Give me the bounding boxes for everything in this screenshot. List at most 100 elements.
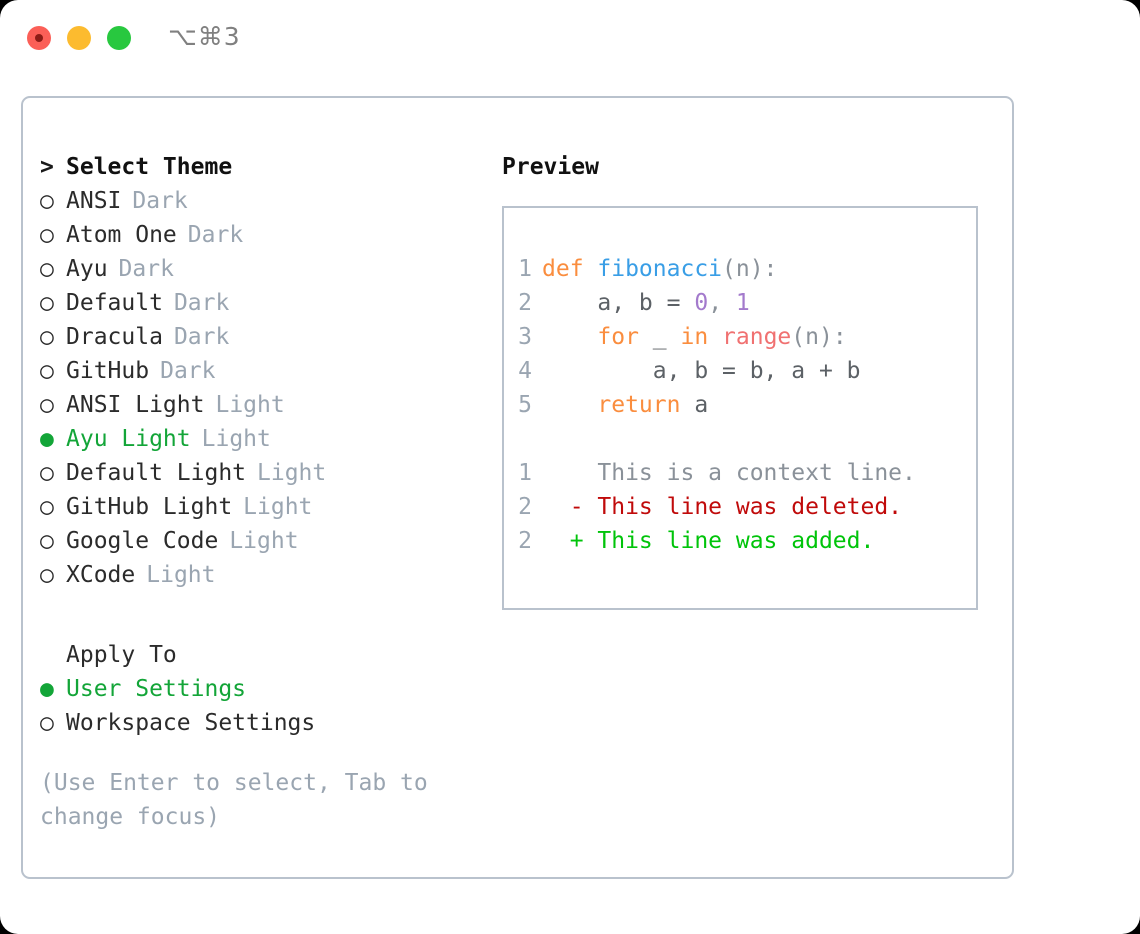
diff-sample: 1 This is a context line.2 - This line w… [504, 456, 976, 558]
theme-option-github-light[interactable]: ○ GitHub Light Light [40, 490, 470, 524]
diff-line-deleted: 2 - This line was deleted. [504, 490, 976, 524]
radio-selected-icon[interactable]: ● [40, 426, 54, 452]
title-bar: ⌥⌘3 [0, 0, 1140, 78]
radio-unselected-icon[interactable]: ○ [40, 188, 54, 214]
diff-line-added: 2 + This line was added. [504, 524, 976, 558]
radio-unselected-icon[interactable]: ○ [40, 494, 54, 520]
theme-option-variant: Dark [132, 188, 188, 214]
apply-to-title: Apply To [66, 642, 177, 668]
code-line-number: 5 [518, 392, 532, 418]
theme-option-default-light[interactable]: ○ Default Light Light [40, 456, 470, 490]
diff-line-number: 2 [518, 528, 532, 554]
radio-selected-icon[interactable]: ● [40, 676, 54, 702]
theme-option-label: Default [66, 290, 163, 316]
theme-option-ayu-light[interactable]: ● Ayu Light Light [40, 422, 470, 456]
theme-option-atom-one[interactable]: ○ Atom One Dark [40, 218, 470, 252]
apply-to-option-label: Workspace Settings [66, 710, 316, 736]
code-token-punct: (n): [791, 324, 847, 350]
theme-option-variant: Light [257, 460, 327, 486]
radio-unselected-icon[interactable]: ○ [40, 528, 54, 554]
theme-option-label: Ayu Light [66, 426, 191, 452]
minimize-window-button[interactable] [67, 26, 91, 50]
code-token-function: fibonacci [597, 256, 723, 282]
apply-to-header-spacer: • [40, 638, 66, 672]
theme-option-default[interactable]: ○ Default Dark [40, 286, 470, 320]
theme-option-label: Atom One [66, 222, 177, 248]
code-token-keyword: return [542, 392, 695, 418]
close-window-button[interactable] [27, 26, 51, 50]
diff-line-text: + This line was added. [542, 528, 875, 554]
theme-option-ayu[interactable]: ○ Ayu Dark [40, 252, 470, 286]
theme-option-variant: Dark [118, 256, 174, 282]
code-line-number: 2 [518, 290, 532, 316]
radio-unselected-icon[interactable]: ○ [40, 324, 54, 350]
apply-to-option-label: User Settings [66, 676, 247, 702]
preview-title: Preview [502, 154, 599, 180]
theme-list-title: Select Theme [66, 154, 233, 180]
theme-option-label: Dracula [66, 324, 163, 350]
apply-to-option-user-settings[interactable]: ● User Settings [40, 672, 470, 706]
theme-option-label: XCode [66, 562, 136, 588]
code-line: 5 return a [504, 388, 976, 422]
diff-line-text: - This line was deleted. [542, 494, 903, 520]
radio-unselected-icon[interactable]: ○ [40, 562, 54, 588]
code-token-number: 0 [694, 290, 709, 316]
code-line-text: for _ in range(n): [542, 320, 847, 354]
theme-option-label: GitHub Light [66, 494, 233, 520]
code-token-punct: , [708, 290, 736, 316]
code-token-var: a, b = b, a + b [542, 358, 861, 384]
code-token-punct: (n): [722, 256, 778, 282]
keyboard-hint: (Use Enter to select, Tab to change focu… [40, 770, 428, 830]
apply-to-option-workspace-settings[interactable]: ○ Workspace Settings [40, 706, 470, 740]
theme-option-variant: Light [146, 562, 216, 588]
theme-option-variant: Light [243, 494, 313, 520]
radio-unselected-icon[interactable]: ○ [40, 710, 54, 736]
maximize-window-button[interactable] [107, 26, 131, 50]
diff-line-text: This is a context line. [542, 460, 916, 486]
theme-option-github[interactable]: ○ GitHub Dark [40, 354, 470, 388]
theme-option-label: ANSI Light [66, 392, 205, 418]
theme-option-variant: Dark [187, 222, 244, 248]
theme-option-variant: Dark [160, 358, 216, 384]
code-token-keyword: in [680, 324, 723, 350]
code-line: 4 a, b = b, a + b [504, 354, 976, 388]
theme-option-label: Ayu [66, 256, 108, 282]
code-line-number: 4 [518, 358, 532, 384]
theme-option-label: GitHub [66, 358, 150, 384]
code-token-keyword: def [542, 256, 598, 282]
theme-option-variant: Dark [173, 290, 230, 316]
theme-option-label: Default Light [66, 460, 247, 486]
radio-unselected-icon[interactable]: ○ [40, 290, 54, 316]
radio-unselected-icon[interactable]: ○ [40, 392, 54, 418]
code-diff-spacer [504, 422, 976, 456]
theme-option-variant: Light [201, 426, 271, 452]
code-line-number: 3 [518, 324, 532, 350]
theme-option-ansi-light[interactable]: ○ ANSI Light Light [40, 388, 470, 422]
apply-to-header: •Apply To [40, 638, 470, 672]
caret-icon: > [40, 154, 54, 180]
apply-to-list[interactable]: •Apply To ● User Settings ○ Workspace Settin… [40, 638, 470, 740]
theme-option-xcode[interactable]: ○ XCode Light [40, 558, 470, 592]
window-title: ⌥⌘3 [168, 22, 241, 51]
radio-unselected-icon[interactable]: ○ [40, 460, 54, 486]
radio-unselected-icon[interactable]: ○ [40, 256, 54, 282]
theme-list-header: > Select Theme [40, 150, 470, 184]
diff-line-context: 1 This is a context line. [504, 456, 976, 490]
radio-unselected-icon[interactable]: ○ [40, 358, 54, 384]
theme-option-variant: Light [215, 392, 285, 418]
code-line: 3 for _ in range(n): [504, 320, 976, 354]
code-token-var: a [694, 392, 709, 418]
radio-unselected-icon[interactable]: ○ [40, 222, 54, 248]
code-token-var: a, b = [542, 290, 695, 316]
code-token-keyword: for [542, 324, 653, 350]
